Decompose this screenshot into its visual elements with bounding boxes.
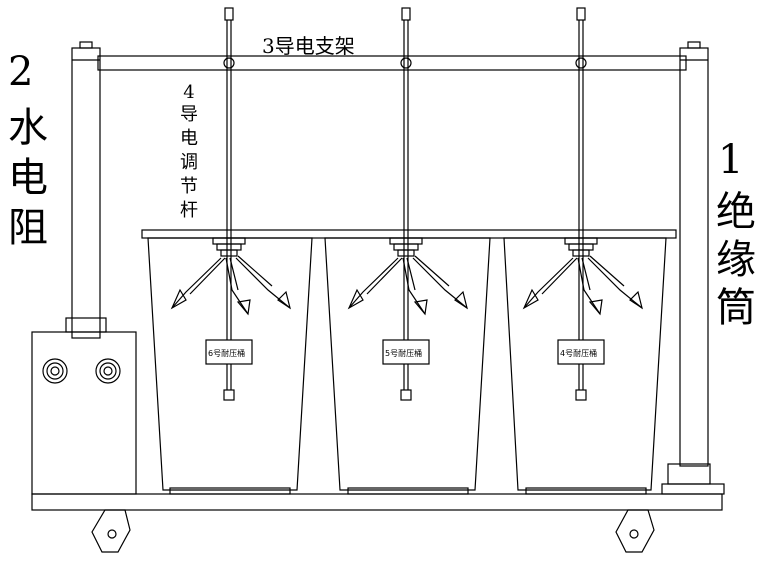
bucket-4 <box>503 237 667 495</box>
rod-3 <box>564 7 598 401</box>
plate-6 <box>205 339 253 365</box>
wheel-left <box>91 509 131 553</box>
label-rod-c2: 电 <box>180 128 198 149</box>
clamps-2 <box>347 255 468 316</box>
rod-2 <box>389 7 423 401</box>
bucket-label-4: 4号耐压桶 <box>560 349 598 358</box>
label-water-resistor-c1: 水 <box>8 105 48 151</box>
label-rod-c1: 导 <box>180 104 198 125</box>
clamps-3 <box>522 255 643 316</box>
label-insulator-c2: 缘 <box>716 237 756 283</box>
water-resistor-column <box>65 41 107 339</box>
label-rod-num: 4 <box>183 82 195 103</box>
base-platform <box>31 493 723 511</box>
top-support-bar <box>97 55 687 71</box>
control-box <box>31 331 137 495</box>
bucket-label-5: 5号耐压桶 <box>385 349 423 358</box>
bucket-tray <box>141 229 677 239</box>
label-water-resistor-num: 2 <box>8 49 34 95</box>
bucket-5 <box>324 237 491 495</box>
clamps-1 <box>170 255 291 316</box>
label-rod-c5: 杆 <box>180 200 198 221</box>
label-support: 3导电支架 <box>262 34 355 58</box>
plate-5 <box>382 339 430 365</box>
rod-1 <box>212 7 246 401</box>
connector-right <box>95 358 121 384</box>
insulation-column <box>661 41 725 495</box>
label-insulator-c1: 绝 <box>716 189 756 235</box>
wheel-right <box>615 509 655 553</box>
bucket-label-6: 6号耐压桶 <box>208 349 246 358</box>
label-rod-c3: 调 <box>180 152 198 173</box>
label-insulator-num: 1 <box>718 137 744 183</box>
label-insulator-c3: 筒 <box>716 285 756 331</box>
connector-left <box>42 358 68 384</box>
plate-4 <box>557 339 605 365</box>
label-water-resistor-c3: 阻 <box>8 205 48 251</box>
label-rod-c4: 节 <box>180 176 198 197</box>
label-water-resistor-c2: 电 <box>8 155 48 201</box>
bucket-6 <box>147 237 313 495</box>
